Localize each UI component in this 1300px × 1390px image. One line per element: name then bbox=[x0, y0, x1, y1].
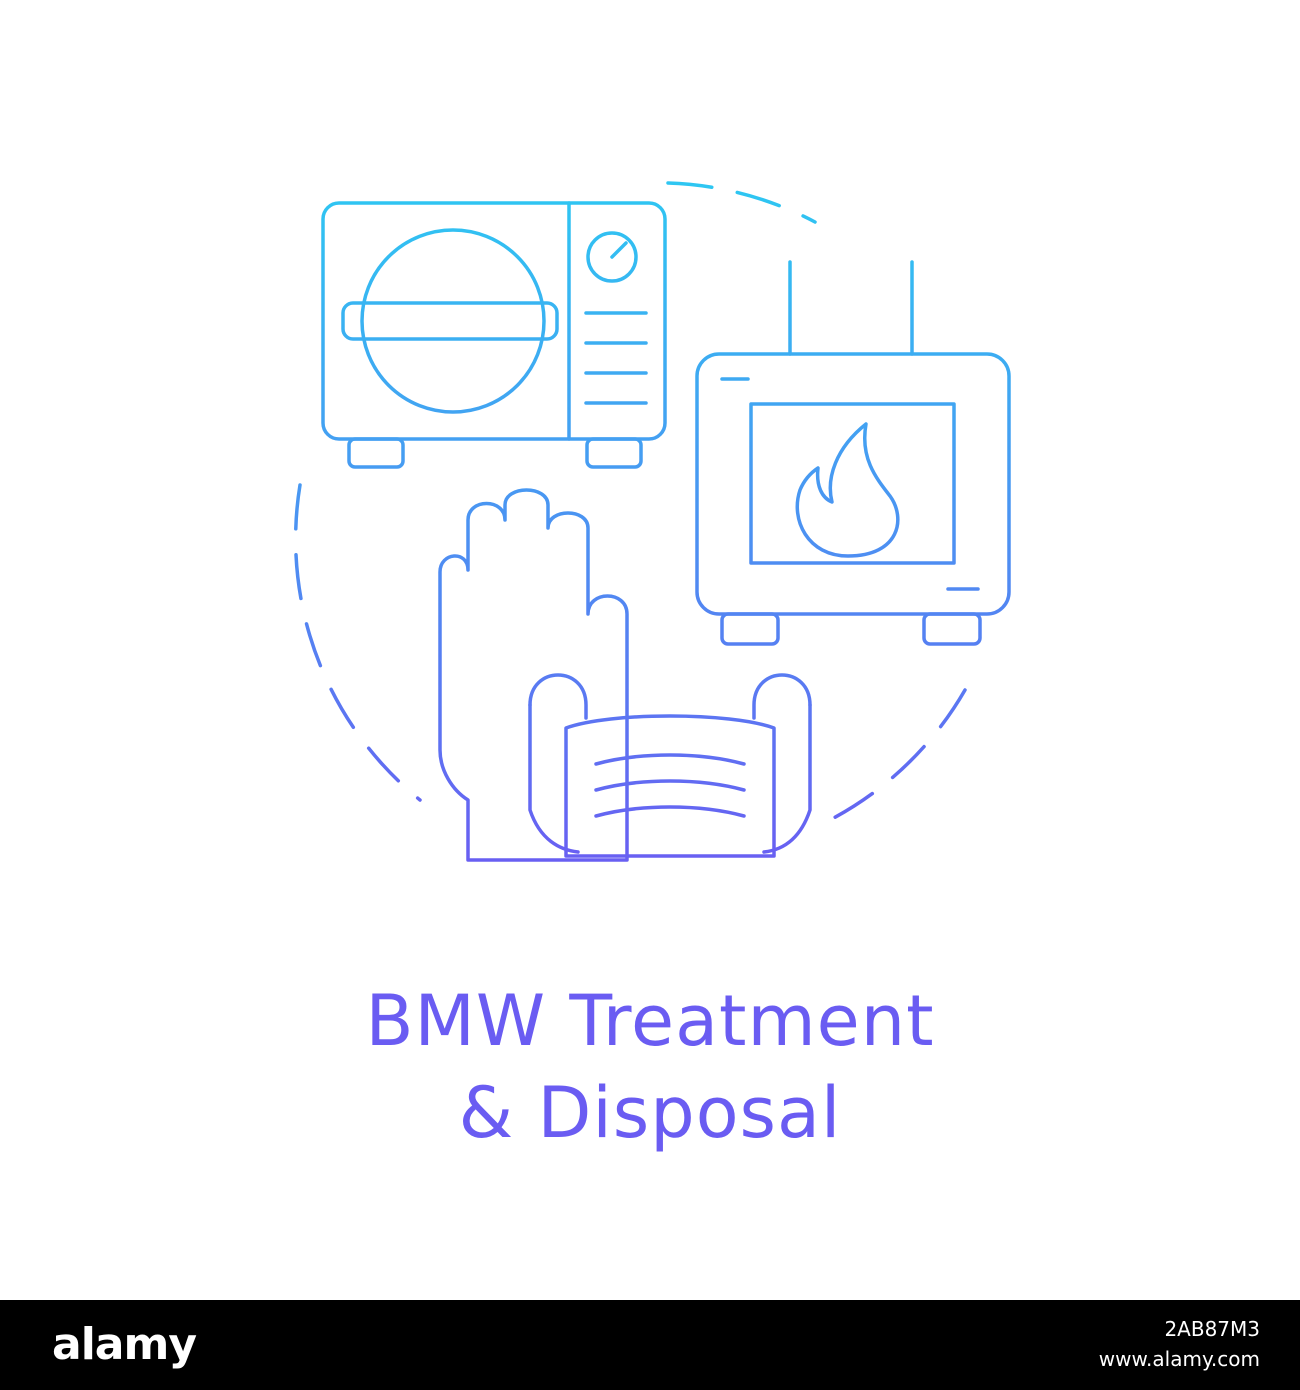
face-mask-icon bbox=[528, 673, 812, 858]
title-line-1: BMW Treatment bbox=[365, 980, 935, 1062]
bmw-treatment-illustration bbox=[293, 181, 1011, 862]
autoclave-icon bbox=[321, 201, 667, 469]
title-line-2: & Disposal bbox=[458, 1072, 842, 1154]
dashed-circle bbox=[293, 181, 967, 822]
watermark-bar: alamy 2AB87M3 www.alamy.com bbox=[0, 1300, 1300, 1390]
site-url: www.alamy.com bbox=[1098, 1347, 1260, 1371]
alamy-logo: alamy bbox=[52, 1319, 197, 1370]
fire-icon bbox=[795, 422, 900, 558]
incinerator-icon bbox=[695, 260, 1011, 646]
image-id-block: 2AB87M3 www.alamy.com bbox=[1099, 1314, 1260, 1374]
image-id: 2AB87M3 bbox=[1164, 1317, 1260, 1341]
medical-glove-icon bbox=[438, 488, 629, 862]
artwork-area: BMW Treatment & Disposal bbox=[293, 181, 1011, 1154]
